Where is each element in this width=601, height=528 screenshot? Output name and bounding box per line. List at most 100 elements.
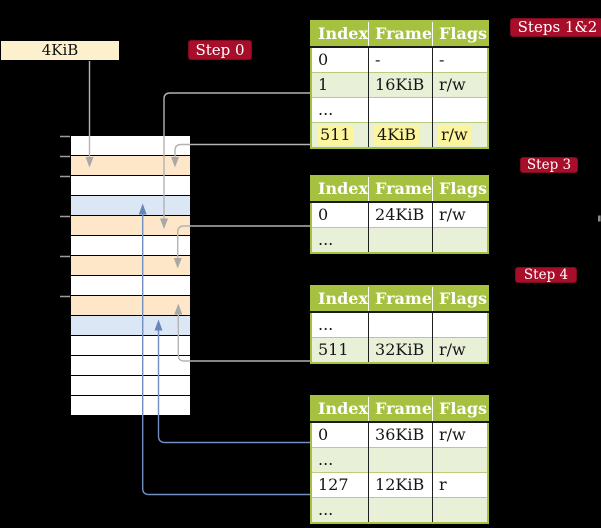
highlight: 511 (317, 125, 354, 145)
cell-frame: 4KiB (368, 122, 434, 148)
col-header-flags: Flags (432, 286, 489, 313)
cropped-arrow-stub-marks (481, 133, 601, 222)
cell-frame: 36KiB (368, 422, 434, 448)
col-header-index: Index (311, 21, 370, 48)
cell-frame (368, 312, 434, 338)
step-0-badge: Step 0 (188, 40, 252, 60)
cell-flags: - (439, 50, 445, 69)
col-header-index: Index (311, 286, 370, 313)
table-row: 511 32KiB r/w (311, 337, 489, 363)
table-row-highlighted: 511 4KiB r/w (311, 122, 489, 148)
memory-frame-row-24kib (71, 256, 190, 275)
page-table-level1: Index Frame Flags 0 36KiB r/w ... 127 12… (310, 395, 490, 524)
col-header-flags: Flags (432, 21, 489, 48)
cell-index: ... (311, 97, 370, 123)
table-header-row: Index Frame Flags (311, 176, 489, 203)
cell-flags (432, 227, 489, 253)
cell-flags: r/w (432, 337, 489, 363)
table-row: ... (311, 227, 489, 253)
frame-address-box: 4KiB (1, 41, 119, 60)
memory-frame-row (71, 396, 190, 415)
table-row: 0 24KiB r/w (311, 202, 488, 228)
cell-index: ... (311, 227, 370, 253)
table-row: ... (311, 447, 489, 473)
memory-frame-row (71, 176, 190, 195)
table-row: 0 - - (311, 47, 488, 73)
memory-frame-row-4kib (71, 156, 190, 175)
cell-flags: r/w (439, 425, 466, 444)
memory-frame-row-12kib (71, 196, 190, 215)
cell-frame: 24KiB (368, 202, 434, 228)
memory-frame-row-16kib (71, 216, 190, 235)
memory-frame-row (71, 236, 190, 255)
steps-1-2-badge: Steps 1&2 (510, 18, 601, 37)
cell-flags: r (432, 472, 489, 498)
col-header-index: Index (311, 176, 370, 203)
table-row: ... (311, 497, 489, 523)
cell-frame (368, 97, 434, 123)
cell-index: 511 (311, 122, 370, 148)
cell-flags: r/w (432, 72, 489, 98)
cell-index: 127 (311, 472, 370, 498)
arrow-table3-row511-to-frame-32kib (174, 303, 366, 362)
col-header-frame: Frame (368, 286, 434, 313)
col-header-flags: Flags (432, 396, 489, 423)
page-table-level2: Index Frame Flags ... 511 32KiB r/w (310, 285, 490, 364)
table-header-row: Index Frame Flags (311, 396, 489, 423)
step-3-badge: Step 3 (520, 157, 578, 173)
step-4-badge: Step 4 (515, 267, 577, 283)
table-row: 127 12KiB r (311, 472, 489, 498)
cell-frame: 16KiB (368, 72, 434, 98)
col-header-index: Index (311, 396, 370, 423)
memory-frame-row (71, 136, 190, 155)
arrow-table4-row0-to-frame-36kib (154, 319, 371, 444)
arrow-table1-row511-to-frame-4kib (171, 143, 366, 168)
arrow-table2-row0-to-frame-24kib (173, 225, 366, 269)
cell-index: ... (311, 312, 370, 338)
col-header-frame: Frame (368, 176, 434, 203)
cell-flags: r/w (432, 122, 489, 148)
table-header-row: Index Frame Flags (311, 286, 489, 313)
cell-flags (432, 97, 489, 123)
memory-frame-row (71, 376, 190, 395)
highlight: r/w (438, 125, 471, 145)
cell-index: 0 (311, 422, 370, 448)
col-header-flags: Flags (432, 176, 489, 203)
table-row: ... (311, 97, 489, 123)
cell-index: 511 (311, 337, 370, 363)
page-table-level4: Index Frame Flags 0 - - 1 16KiB r/w ... (310, 20, 490, 149)
cell-frame: - (368, 47, 434, 73)
physical-memory-stack (71, 136, 190, 416)
memory-frame-row (71, 336, 190, 355)
arrow-root-box-to-frame-4kib (85, 61, 94, 168)
cell-flags (432, 447, 489, 473)
table-header-row: Index Frame Flags (311, 21, 489, 48)
cell-flags: r/w (439, 205, 466, 224)
memory-frame-row-32kib (71, 296, 190, 315)
cell-frame: 32KiB (368, 337, 434, 363)
cell-flags (432, 497, 489, 523)
cell-frame: 12KiB (368, 472, 434, 498)
cell-frame (368, 447, 434, 473)
cell-flags (433, 312, 489, 338)
col-header-frame: Frame (368, 396, 434, 423)
table-row: ... (311, 312, 488, 338)
cell-frame (368, 227, 434, 253)
memory-frame-row (71, 276, 190, 295)
page-table-level3: Index Frame Flags 0 24KiB r/w ... (310, 175, 490, 254)
table-row: 0 36KiB r/w (311, 422, 488, 448)
col-header-frame: Frame (368, 21, 434, 48)
memory-tick-marks (60, 135, 70, 298)
cell-index: 0 (311, 202, 370, 228)
arrow-table4-row127-to-frame-12kib (138, 203, 366, 496)
arrow-table1-row1-to-frame-16kib (160, 92, 366, 229)
cell-index: ... (311, 447, 370, 473)
cell-index: ... (311, 497, 370, 523)
table-row: 1 16KiB r/w (311, 72, 489, 98)
cell-index: 0 (311, 47, 370, 73)
memory-frame-row (71, 356, 190, 375)
cell-index: 1 (311, 72, 370, 98)
highlight: 4KiB (374, 125, 420, 145)
